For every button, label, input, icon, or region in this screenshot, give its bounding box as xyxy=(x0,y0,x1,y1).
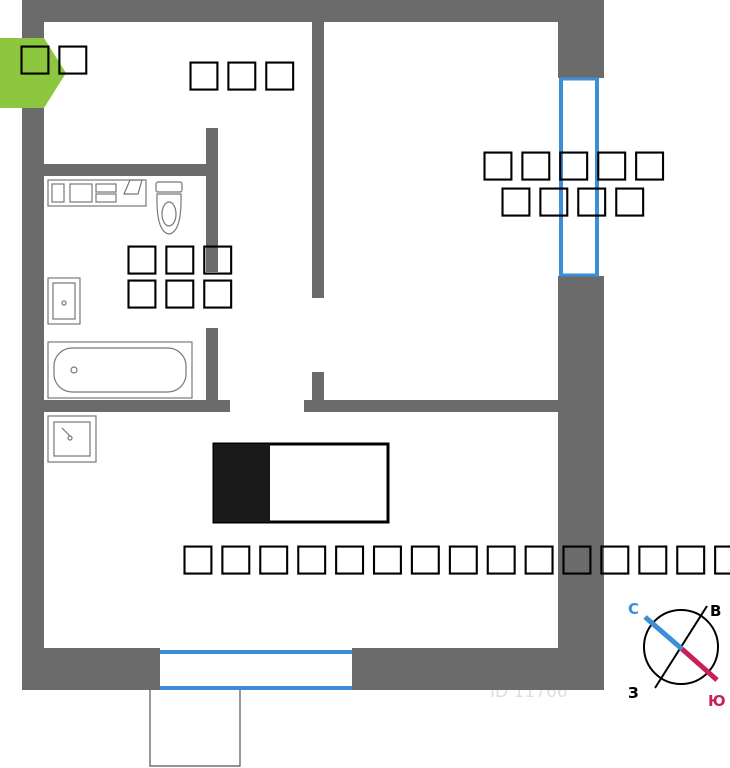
entrance-badge: □□ xyxy=(0,35,93,108)
counter-drawer-icon xyxy=(95,183,117,193)
toilet-tank-icon xyxy=(155,181,183,193)
compass-west-label: З xyxy=(628,684,639,702)
windows xyxy=(160,77,599,690)
balcony-outline xyxy=(149,690,241,767)
compass: С В Ю З xyxy=(628,600,726,710)
wall-bath-right-mid xyxy=(206,176,218,272)
entrance-arrow-icon xyxy=(0,38,66,108)
bathroom-label-line1: □□□ xyxy=(124,235,238,279)
counter-drawer-icon xyxy=(69,183,93,203)
wall-bottom-left xyxy=(22,648,160,690)
wall-left-top xyxy=(22,0,44,38)
counter-icon xyxy=(47,179,147,207)
window-bedroom-bg xyxy=(559,78,599,276)
corridor-label: □□□ xyxy=(186,51,300,95)
wall-right-top xyxy=(558,0,604,78)
bathroom-fixtures xyxy=(47,179,193,399)
compass-south-needle-icon xyxy=(680,647,719,682)
washing-machine-door-icon xyxy=(123,179,143,195)
wall-top xyxy=(22,0,604,22)
compass-south-label: Ю xyxy=(708,692,726,710)
room-labels: □□□ □□□□□ □□□□ □□□ □□□ □□□□□□□□□□□□□□□□ xyxy=(124,51,730,579)
compass-north-needle-icon xyxy=(643,615,684,651)
bed xyxy=(212,442,390,524)
wall-left xyxy=(22,108,44,690)
wall-bath-top xyxy=(44,164,218,176)
compass-east-label: В xyxy=(710,602,721,620)
sink-icon xyxy=(47,277,81,325)
wall-corridor-bedroom xyxy=(312,22,324,298)
bathtub-basin-icon xyxy=(53,347,187,393)
sink-drain-icon xyxy=(61,300,67,306)
bathtub-icon xyxy=(47,341,193,399)
wall-bottom-right xyxy=(352,648,604,690)
window-living-bg xyxy=(160,650,352,690)
wall-bedroom-bottom xyxy=(304,400,560,412)
sink-basin-icon xyxy=(52,282,76,320)
walls xyxy=(22,0,604,690)
wall-right xyxy=(558,276,604,690)
compass-north-label: С xyxy=(628,600,639,618)
toilet-seat-icon xyxy=(161,201,177,227)
kitchen-sink-basin-icon xyxy=(53,421,91,457)
counter-drawer-icon xyxy=(95,193,117,203)
bed-headboard-icon xyxy=(214,444,270,522)
counter-drawer-icon xyxy=(51,183,65,203)
toilet-bowl-icon xyxy=(156,193,182,235)
kitchen-fixtures xyxy=(47,415,97,463)
bedroom-label-line1: □□□□□ xyxy=(480,141,670,185)
bedroom-label-line2: □□□□ xyxy=(498,177,650,221)
compass-ring-icon xyxy=(643,609,719,685)
bathroom-label-line2: □□□ xyxy=(124,269,238,313)
kitchen-sink-icon xyxy=(47,415,97,463)
entrance-label: □□ xyxy=(17,35,93,79)
bathtub-drain-icon xyxy=(70,366,78,374)
living-room-label: □□□□□□□□□□□□□□□□ xyxy=(180,535,730,579)
kitchen-tap-icon xyxy=(61,427,71,437)
kitchen-sink-drain-icon xyxy=(67,435,73,441)
wall-bath-right-bottom xyxy=(206,328,218,412)
wall-bath-bottom xyxy=(44,400,230,412)
